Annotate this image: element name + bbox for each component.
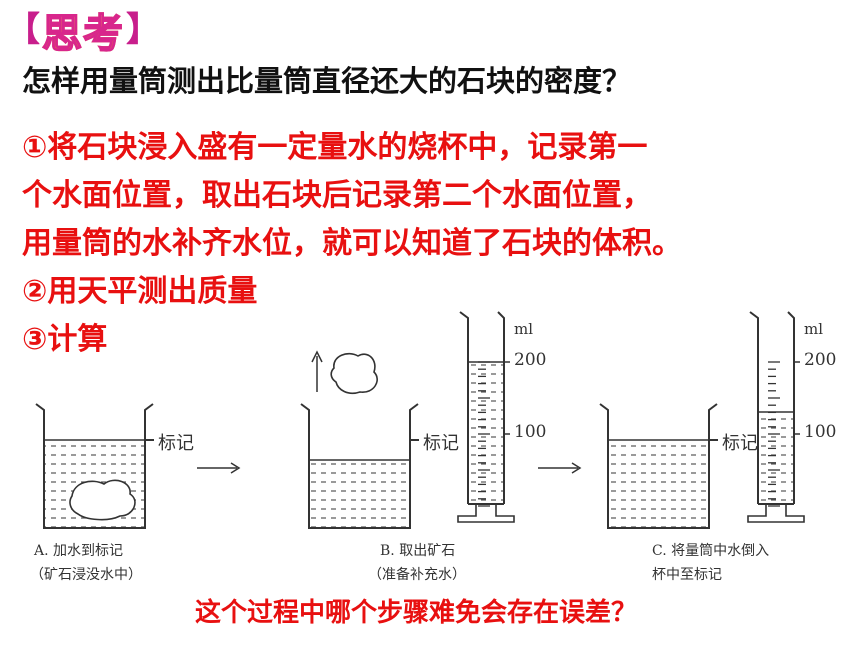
bracket-close: 】	[126, 10, 160, 50]
caption-c-line-2: 杯中至标记	[652, 567, 722, 583]
thinking-title: 思考	[40, 1, 126, 59]
thinking-tag: 【 思考 】	[6, 1, 160, 59]
answer-line-4: ②用天平测出质量	[22, 274, 258, 309]
answer-line-5: ③计算	[22, 322, 108, 357]
cylinder-2-unit: ml	[804, 320, 824, 338]
caption-a-line-2: （矿石浸没水中）	[30, 567, 142, 583]
beaker-c	[599, 403, 718, 529]
caption-b-line-1: B. 取出矿石	[380, 543, 456, 559]
cylinder-2-scale	[768, 361, 780, 507]
question-text: 怎样用量筒测出比量筒直径还大的石块的密度？	[22, 64, 632, 98]
cylinder-1-tick-100: 100	[514, 422, 547, 442]
measuring-cylinder-2	[747, 311, 805, 523]
answer-line-1: ①将石块浸入盛有一定量水的烧杯中，记录第一	[22, 130, 648, 165]
caption-b-line-2: （准备补充水）	[368, 567, 466, 583]
beaker-b	[300, 403, 419, 529]
arrow-right-icon	[538, 462, 582, 474]
answer-line-2: 个水面位置，取出石块后记录第二个水面位置，	[22, 178, 652, 213]
arrow-right-icon	[197, 462, 241, 474]
measuring-cylinder-1	[457, 311, 515, 523]
cylinder-1-unit: ml	[514, 320, 534, 338]
beaker-a	[35, 403, 154, 529]
mark-label-a: 标记	[158, 433, 194, 454]
mark-label-c: 标记	[722, 433, 758, 454]
bracket-open: 【	[6, 10, 40, 50]
cylinder-1-tick-200: 200	[514, 350, 547, 370]
lifted-rock-icon	[330, 352, 378, 395]
caption-c-line-1: C. 将量筒中水倒入	[652, 543, 770, 559]
mark-label-b: 标记	[423, 433, 459, 454]
cylinder-2-tick-100: 100	[804, 422, 837, 442]
bottom-question: 这个过程中哪个步骤难免会存在误差？	[195, 598, 638, 628]
cylinder-1-scale	[478, 361, 490, 507]
rock-in-water-icon	[69, 479, 136, 521]
cylinder-2-tick-200: 200	[804, 350, 837, 370]
caption-a-line-1: A. 加水到标记	[34, 543, 124, 559]
answer-line-3: 用量筒的水补齐水位，就可以知道了石块的体积。	[22, 226, 682, 261]
arrow-up-icon	[311, 350, 323, 392]
